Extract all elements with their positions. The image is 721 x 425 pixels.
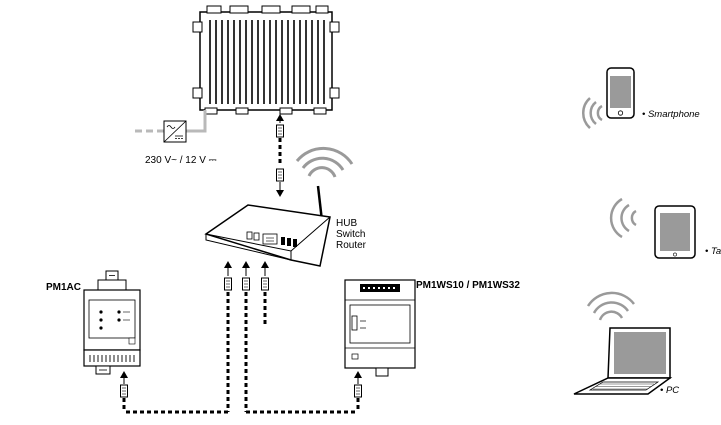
smartphone-icon (581, 67, 635, 129)
hub-label-line3: Router (336, 240, 367, 251)
power-supply-label: 230 V~ / 12 V ⎓ (145, 155, 217, 166)
pm1ac-label: PM1AC (46, 282, 81, 293)
laptop-icon (573, 291, 673, 395)
pm1ac-cable-end (120, 371, 128, 412)
tablet-label: • Ta (705, 246, 721, 257)
wifi-icon (295, 146, 354, 178)
power-supply-icon (163, 120, 187, 143)
router-icon (204, 185, 331, 267)
controller-icon (192, 5, 340, 115)
tablet-icon (609, 197, 696, 259)
pm1ws-label: PM1WS10 / PM1WS32 (416, 280, 520, 291)
din-module-icon (344, 279, 416, 377)
din-module-icon (83, 270, 141, 375)
controller-router-cable (276, 113, 284, 197)
router-downlink-cables (124, 261, 358, 414)
pc-label: • PC (660, 385, 679, 396)
hub-label-line2: Switch (336, 229, 365, 240)
pm1ws-cable-end (354, 371, 362, 412)
hub-label-line1: HUB (336, 218, 357, 229)
smartphone-label: • Smartphone (642, 109, 700, 120)
